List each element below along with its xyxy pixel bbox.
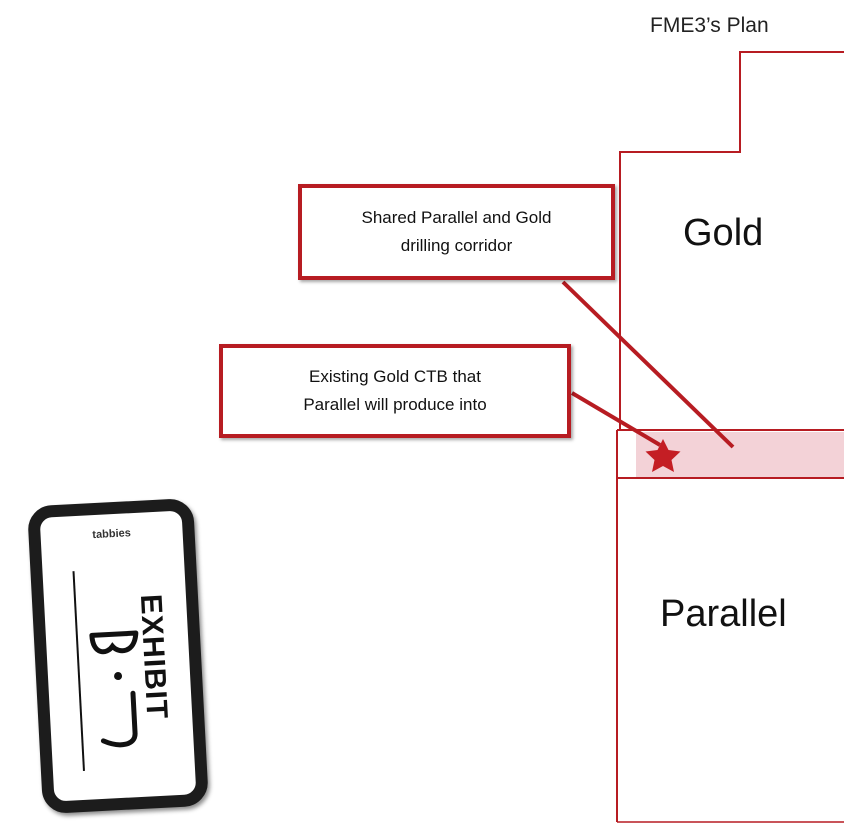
gold-boundary [619,51,844,430]
exhibit-sticker: tabbies EXHIBIT [27,497,209,815]
parallel-region-label: Parallel [660,593,787,635]
ctb-callout: Existing Gold CTB that Parallel will pro… [219,344,571,438]
corridor-callout-line-1: Shared Parallel and Gold [361,208,552,227]
ctb-callout-line-2: Parallel will produce into [303,395,487,414]
plan-title: FME3’s Plan [650,14,769,37]
corridor-callout-line-2: drilling corridor [400,236,513,255]
ctb-callout-line-1: Existing Gold CTB that [309,367,481,386]
exhibit-label: EXHIBIT [133,593,174,721]
exhibit-brand-logo: tabbies [92,527,132,542]
exhibit-handwritten-mark [89,630,139,748]
ctb-leader-line [570,391,662,447]
gold-region-label: Gold [683,212,764,254]
exhibit-rule-line [72,571,85,771]
corridor-callout: Shared Parallel and Gold drilling corrid… [298,184,615,280]
corridor-leader-line [561,280,735,449]
ctb-star-icon [645,439,681,472]
